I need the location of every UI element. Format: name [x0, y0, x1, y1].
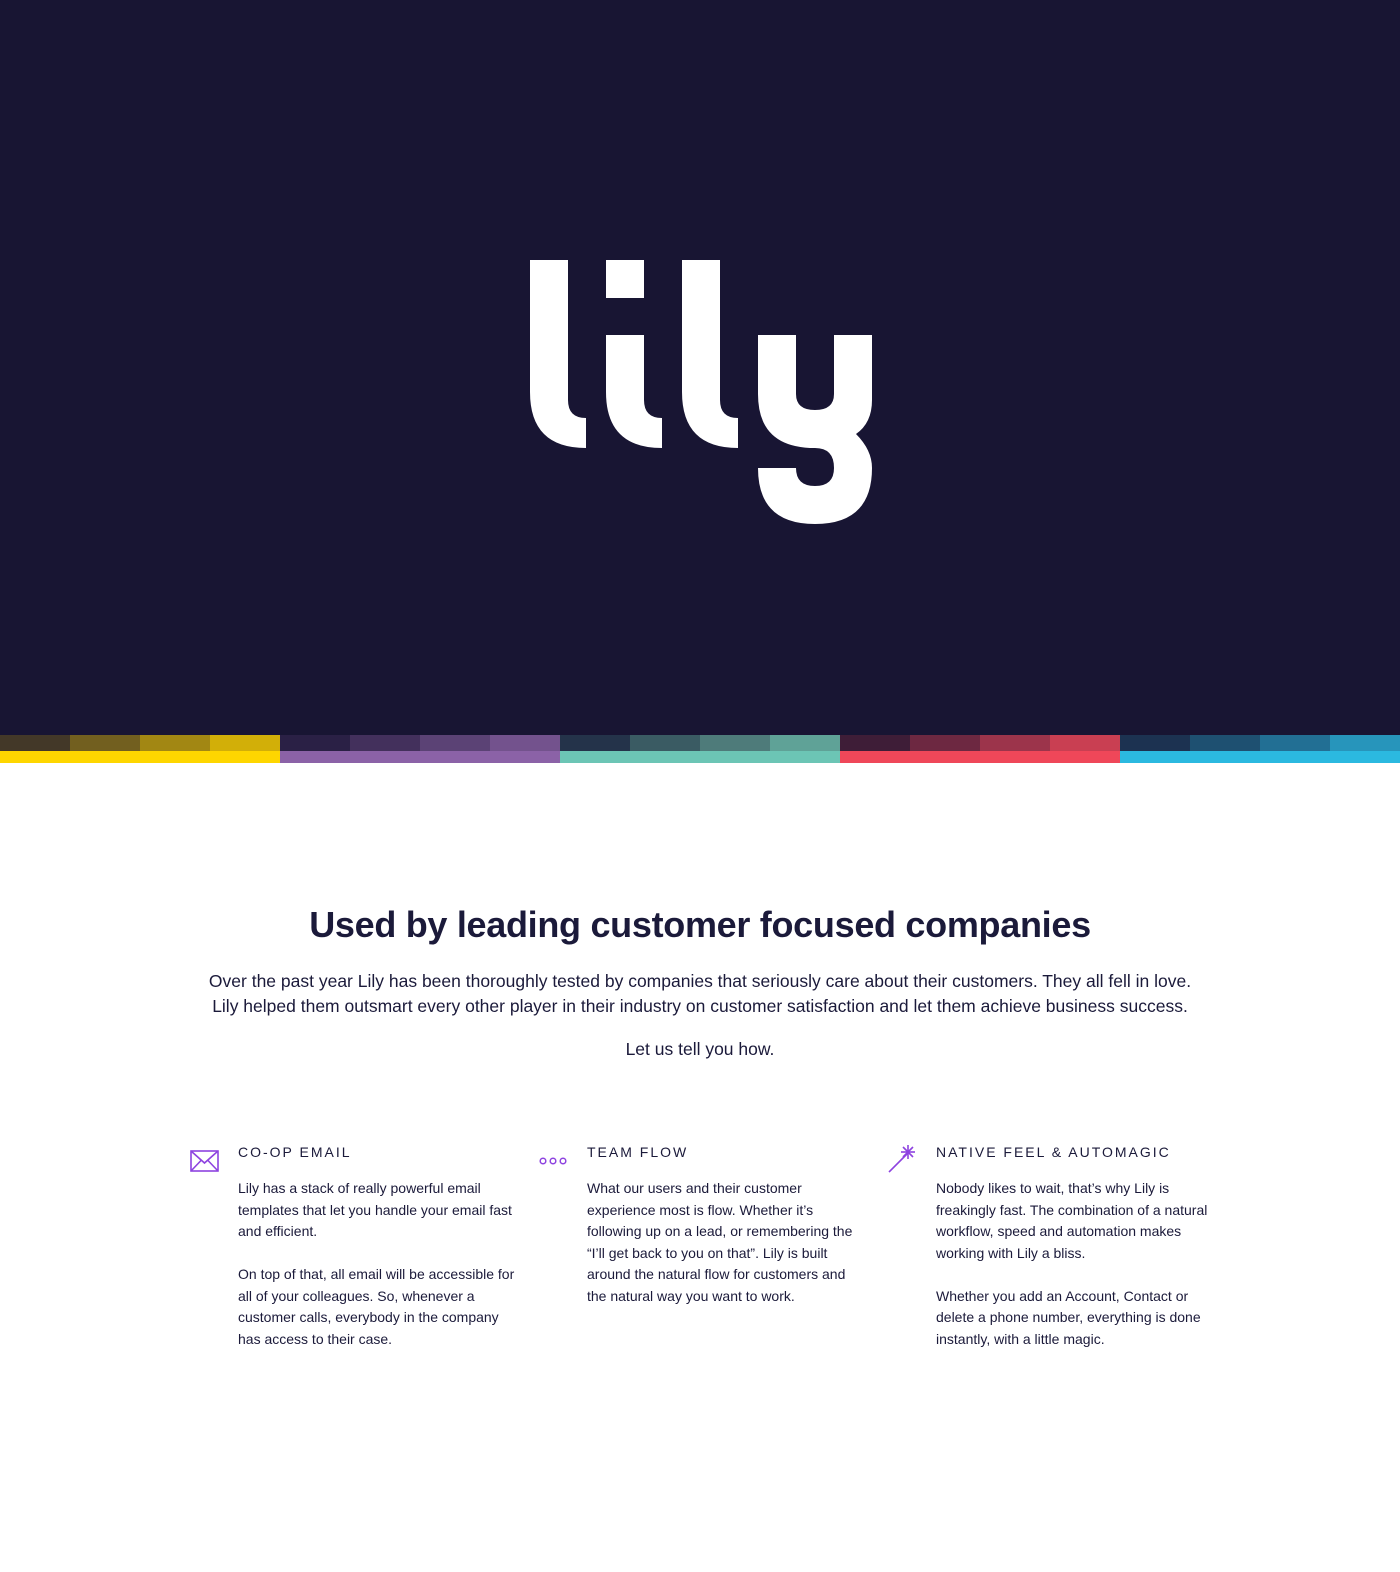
feature-paragraph: Nobody likes to wait, that’s why Lily is… — [936, 1180, 1208, 1261]
palette-shade — [980, 735, 1050, 751]
envelope-icon — [190, 1150, 219, 1172]
section-heading: Used by leading customer focused compani… — [309, 904, 1091, 945]
palette-shade — [1190, 735, 1260, 751]
feature-body: What our users and their customer experi… — [587, 1178, 867, 1307]
intro-line-1: Over the past year Lily has been thoroug… — [208, 971, 1192, 991]
feature-paragraph: On top of that, all email will be access… — [238, 1266, 515, 1347]
palette-shade — [840, 735, 910, 751]
palette-shade — [1050, 735, 1120, 751]
palette-group-teal — [560, 735, 840, 763]
palette-shade — [490, 735, 560, 751]
palette-main-color — [0, 751, 280, 763]
feature-paragraph: Whether you add an Account, Contact or d… — [936, 1287, 1201, 1347]
intro-paragraph: Over the past year Lily has been thoroug… — [0, 969, 1400, 1019]
palette-shade — [1260, 735, 1330, 751]
features-section: CO-OP EMAIL Lily has a stack of really p… — [0, 1142, 1400, 1572]
palette-main-color — [560, 751, 840, 763]
palette-shade — [910, 735, 980, 751]
intro-cta-text: Let us tell you how. — [625, 1039, 775, 1059]
intro-line-2: Lily helped them outsmart every other pl… — [212, 996, 1188, 1016]
palette-shade — [210, 735, 280, 751]
palette-group-yellow — [0, 735, 280, 763]
palette-main-color — [1120, 751, 1400, 763]
feature-paragraph: Lily has a stack of really powerful emai… — [238, 1180, 512, 1239]
feature-title: CO-OP EMAIL — [238, 1144, 352, 1160]
feature-title: NATIVE FEEL & AUTOMAGIC — [936, 1144, 1171, 1160]
magic-wand-icon — [888, 1145, 915, 1173]
palette-shade — [1120, 735, 1190, 751]
palette-group-purple — [280, 735, 560, 763]
palette-group-blue — [1120, 735, 1400, 763]
palette-shade — [280, 735, 350, 751]
palette-main-color — [280, 751, 560, 763]
palette-shade — [560, 735, 630, 751]
feature-body: Nobody likes to wait, that’s why Lily is… — [936, 1178, 1216, 1350]
palette-main-color — [840, 751, 1120, 763]
color-palette-strip — [0, 735, 1400, 763]
palette-shade — [770, 735, 840, 751]
palette-shade — [630, 735, 700, 751]
palette-shade — [350, 735, 420, 751]
palette-shade — [0, 735, 70, 751]
palette-group-red — [840, 735, 1120, 763]
intro-section: Used by leading customer focused compani… — [0, 763, 1400, 1062]
three-dots-icon — [539, 1157, 567, 1165]
palette-shade — [1330, 735, 1400, 751]
palette-shade — [70, 735, 140, 751]
palette-shade — [700, 735, 770, 751]
feature-paragraph: What our users and their customer experi… — [587, 1180, 853, 1304]
palette-shade — [420, 735, 490, 751]
lily-wordmark-logo — [530, 260, 872, 524]
feature-title: TEAM FLOW — [587, 1144, 689, 1160]
feature-body: Lily has a stack of really powerful emai… — [238, 1178, 518, 1350]
hero-banner — [0, 0, 1400, 735]
palette-shade — [140, 735, 210, 751]
